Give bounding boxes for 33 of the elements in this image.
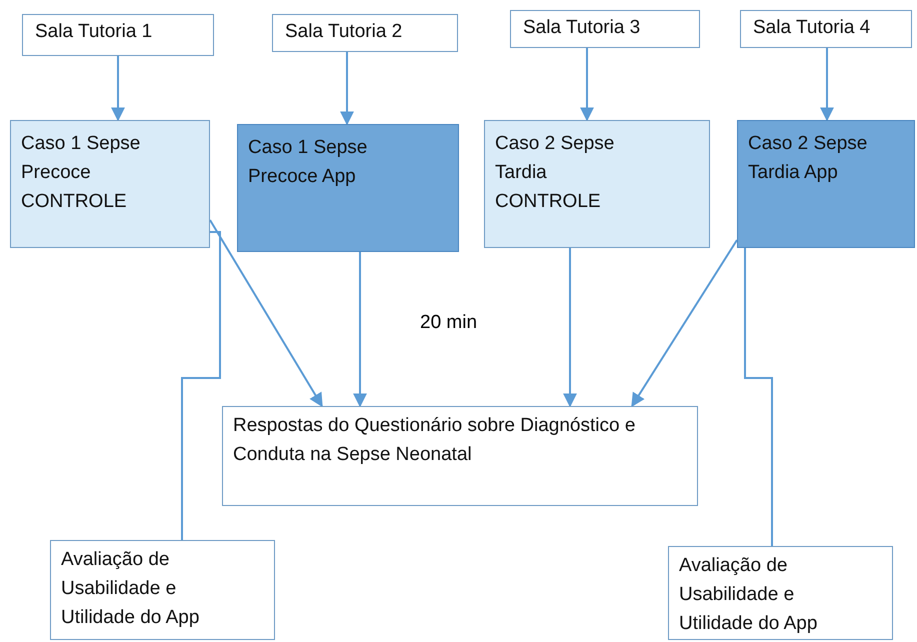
- node-text: Caso 2 Sepse Tardia App: [748, 132, 868, 185]
- node-text: Sala Tutoria 3: [523, 16, 640, 40]
- node-text: Sala Tutoria 1: [35, 20, 152, 44]
- arrow: [353, 252, 367, 408]
- process-box: [22, 14, 214, 56]
- case-box: [237, 124, 459, 252]
- connector-line: [744, 248, 773, 546]
- arrow: [580, 48, 594, 122]
- node-text: Avaliação de Usabilidade e Utilidade do App: [61, 548, 200, 630]
- process-box: [272, 14, 458, 52]
- process-box: [510, 10, 700, 48]
- process-box: [222, 406, 698, 506]
- node-text: Caso 1 Sepse Precoce CONTROLE: [21, 132, 142, 214]
- arrow: [209, 219, 323, 408]
- arrow: [340, 52, 354, 126]
- duration-label: 20 min: [420, 312, 478, 334]
- arrow: [820, 48, 834, 122]
- case-box: [737, 120, 915, 248]
- arrow: [563, 248, 577, 408]
- connector-line: [181, 231, 221, 540]
- process-box: [740, 10, 912, 48]
- case-box: [10, 120, 210, 248]
- node-text: Sala Tutoria 2: [285, 20, 402, 44]
- node-text: Caso 2 Sepse Tardia CONTROLE: [495, 132, 616, 214]
- arrow: [111, 56, 125, 122]
- node-text: Sala Tutoria 4: [753, 16, 870, 40]
- process-box: [50, 540, 275, 640]
- node-text: Respostas do Questionário sobre Diagnóstico e Conduta na Sepse Neonatal: [233, 414, 636, 467]
- arrow: [631, 239, 738, 408]
- case-box: [484, 120, 710, 248]
- node-text: Avaliação de Usabilidade e Utilidade do App: [679, 554, 818, 636]
- process-box: [668, 546, 893, 640]
- node-text: Caso 1 Sepse Precoce App: [248, 136, 368, 189]
